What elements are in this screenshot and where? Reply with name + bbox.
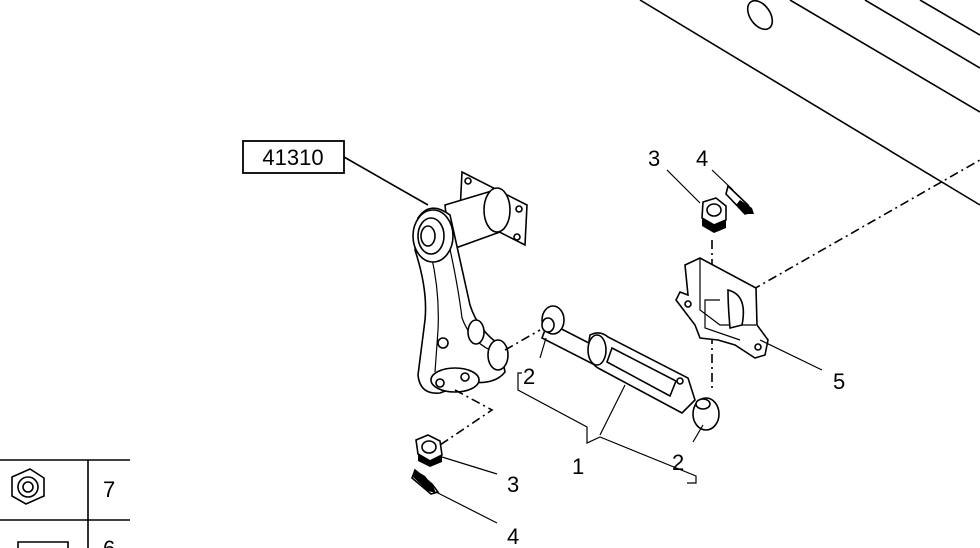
callout-right-end: 2 [672,450,684,475]
top-nut [701,197,727,233]
callout-bottom-nut: 3 [507,472,519,497]
callout-left-end: 2 [523,364,535,389]
axis-line-bracket [751,159,980,291]
bracket [675,257,769,359]
callout-cylinder: 1 [572,454,584,479]
frame-hole [746,0,774,31]
legend-table: 7 6 [0,459,130,548]
hydraulic-cylinder [541,305,720,431]
top-cotter-pin [725,184,754,215]
leader-lines [435,169,823,524]
bottom-cotter-pin [411,468,440,495]
legend-number-nut: 7 [103,477,115,502]
steering-arm [412,170,528,394]
callout-bracket: 5 [833,369,845,394]
reference-box: 41310 [242,140,429,206]
callout-top-pin: 4 [696,146,708,171]
nut-icon [11,468,45,505]
callout-top-nut: 3 [648,146,660,171]
frame-plate [639,0,980,206]
axis-line-left-end [504,329,541,351]
bottom-nut [415,434,443,467]
bracket-icon [17,541,69,548]
callout-bottom-pin: 4 [507,524,519,548]
reference-number: 41310 [262,145,323,170]
axis-line-bottom-nut [439,389,494,446]
legend-number-bracket: 6 [103,536,115,548]
